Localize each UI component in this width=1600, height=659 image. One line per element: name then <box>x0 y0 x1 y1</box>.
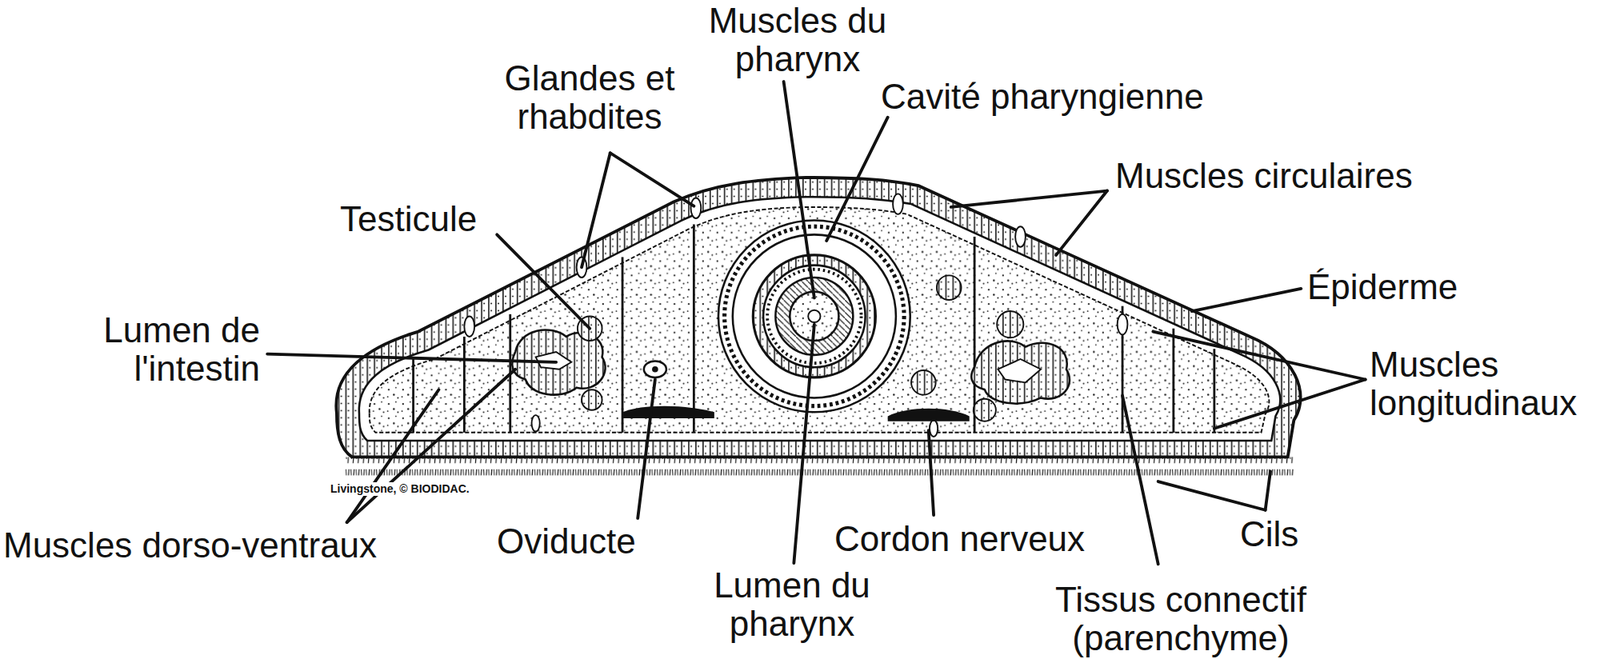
part-label: Muscles dorso-ventraux <box>3 526 377 565</box>
part-label: Muscles longitudinaux <box>1369 345 1594 422</box>
part-label: Cordon nerveux <box>834 520 1085 559</box>
part-label: Tissus connectif (parenchyme) <box>1040 580 1321 657</box>
part-label: Glandes et rhabdites <box>489 59 690 136</box>
part-label: Oviducte <box>496 522 636 561</box>
part-label: Lumen du pharynx <box>706 566 879 643</box>
part-label: Cavité pharyngienne <box>880 77 1204 116</box>
part-label: Épiderme <box>1307 268 1458 307</box>
part-label: Testicule <box>340 200 477 239</box>
part-label: Cils <box>1240 515 1299 554</box>
part-label: Muscles circulaires <box>1115 156 1413 196</box>
part-label: Muscles du pharynx <box>693 1 902 78</box>
watermark: Livingstone, © BIODIDAC. <box>328 482 472 496</box>
part-label: Lumen de l'intestin <box>76 311 260 388</box>
